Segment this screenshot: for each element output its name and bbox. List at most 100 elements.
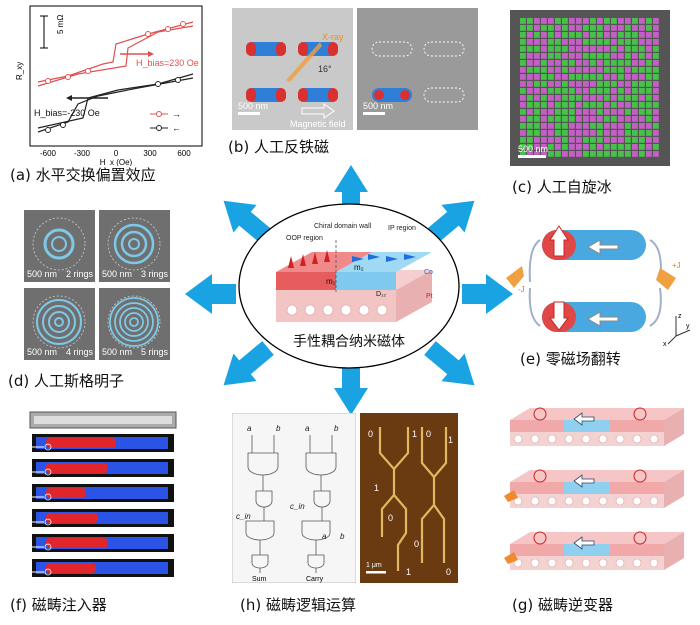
ice-cell bbox=[541, 102, 547, 108]
caption-f: (f) 磁畴注入器 bbox=[10, 596, 107, 614]
ice-cell bbox=[562, 60, 568, 66]
panel-f-injector bbox=[29, 411, 177, 577]
panel-c-spin-ice: 500 nm bbox=[510, 10, 670, 166]
ice-cell bbox=[625, 151, 631, 157]
ice-cell bbox=[576, 137, 582, 143]
xlabel: H_x (Oe) bbox=[100, 158, 133, 166]
ice-cell bbox=[590, 151, 596, 157]
ice-cell bbox=[646, 130, 652, 136]
ice-cell bbox=[625, 60, 631, 66]
ice-cell bbox=[569, 39, 575, 45]
ice-cell bbox=[639, 74, 645, 80]
ice-cell bbox=[625, 53, 631, 59]
ice-cell bbox=[604, 53, 610, 59]
ice-cell bbox=[590, 102, 596, 108]
field-symbol bbox=[44, 493, 52, 501]
ice-cell bbox=[597, 39, 603, 45]
ice-cell bbox=[590, 123, 596, 129]
ice-cell bbox=[576, 88, 582, 94]
ice-cell bbox=[520, 60, 526, 66]
caption-h: (h) 磁畴逻辑运算 bbox=[240, 596, 356, 614]
ice-cell bbox=[534, 74, 540, 80]
ice-cell bbox=[604, 18, 610, 24]
ice-cell bbox=[590, 74, 596, 80]
ice-cell bbox=[618, 88, 624, 94]
field-symbol bbox=[633, 469, 647, 483]
ice-cell bbox=[555, 60, 561, 66]
ice-cell bbox=[653, 39, 659, 45]
ice-cell bbox=[520, 116, 526, 122]
substrate-atom bbox=[547, 434, 557, 444]
substrate-atom bbox=[530, 496, 540, 506]
ice-cell bbox=[527, 151, 533, 157]
ice-cell bbox=[618, 95, 624, 101]
ice-cell bbox=[604, 25, 610, 31]
ice-cell bbox=[520, 88, 526, 94]
ice-cell bbox=[520, 151, 526, 157]
ice-cell bbox=[639, 39, 645, 45]
ice-cell bbox=[541, 144, 547, 150]
ice-cell bbox=[639, 116, 645, 122]
ice-cell bbox=[646, 137, 652, 143]
ice-cell bbox=[611, 39, 617, 45]
ice-cell bbox=[618, 67, 624, 73]
legend-right: → bbox=[172, 109, 181, 119]
ice-cell bbox=[646, 151, 652, 157]
current-arrow bbox=[504, 490, 518, 502]
ice-cell bbox=[548, 81, 554, 87]
ice-cell bbox=[632, 39, 638, 45]
ice-cell bbox=[646, 67, 652, 73]
substrate-atom bbox=[547, 496, 557, 506]
ice-cell bbox=[597, 151, 603, 157]
substrate-atom bbox=[581, 558, 591, 568]
bit: 1 bbox=[448, 435, 453, 445]
ice-cell bbox=[534, 102, 540, 108]
ice-cell bbox=[548, 109, 554, 115]
substrate-atom bbox=[649, 558, 659, 568]
ice-cell bbox=[541, 116, 547, 122]
panel-a-plot: 5 mΩ R_xy H_bias=230 Oe H_bias=-230 Oe →… bbox=[15, 5, 203, 166]
ice-cell bbox=[576, 81, 582, 87]
ice-cell bbox=[653, 67, 659, 73]
ice-cell bbox=[541, 18, 547, 24]
ice-cell bbox=[548, 60, 554, 66]
angle-label: 16° bbox=[318, 64, 332, 74]
ice-cell bbox=[590, 46, 596, 52]
ice-cell bbox=[555, 67, 561, 73]
current-arrow bbox=[504, 552, 518, 564]
ice-cell bbox=[548, 53, 554, 59]
scale-label: 5 mΩ bbox=[56, 15, 65, 34]
ice-cell bbox=[625, 18, 631, 24]
ice-cell bbox=[576, 60, 582, 66]
tile-scale: 500 nm bbox=[27, 269, 57, 279]
substrate-atom bbox=[581, 496, 591, 506]
ice-cell bbox=[625, 109, 631, 115]
layer-top bbox=[510, 532, 684, 544]
ice-cell bbox=[562, 46, 568, 52]
substrate-atom bbox=[564, 434, 574, 444]
ice-cell bbox=[590, 109, 596, 115]
ice-cell bbox=[562, 95, 568, 101]
ice-cell bbox=[646, 116, 652, 122]
ice-cell bbox=[632, 67, 638, 73]
ice-cell bbox=[611, 88, 617, 94]
field-symbol bbox=[44, 443, 52, 451]
caption-a: (a) 水平交换偏置效应 bbox=[10, 166, 156, 184]
ice-cell bbox=[569, 130, 575, 136]
ice-cell bbox=[569, 116, 575, 122]
ice-cell bbox=[541, 81, 547, 87]
ice-cell bbox=[590, 88, 596, 94]
ice-cell bbox=[646, 53, 652, 59]
ice-cell bbox=[639, 130, 645, 136]
ice-cell bbox=[618, 130, 624, 136]
ice-cell bbox=[653, 81, 659, 87]
bit: 0 bbox=[368, 429, 373, 439]
ice-cell bbox=[597, 53, 603, 59]
ice-cell bbox=[632, 95, 638, 101]
ice-cell bbox=[527, 88, 533, 94]
ice-cell bbox=[520, 18, 526, 24]
ice-cell bbox=[625, 67, 631, 73]
ice-cell bbox=[562, 39, 568, 45]
ice-cell bbox=[639, 60, 645, 66]
ice-cell bbox=[583, 74, 589, 80]
